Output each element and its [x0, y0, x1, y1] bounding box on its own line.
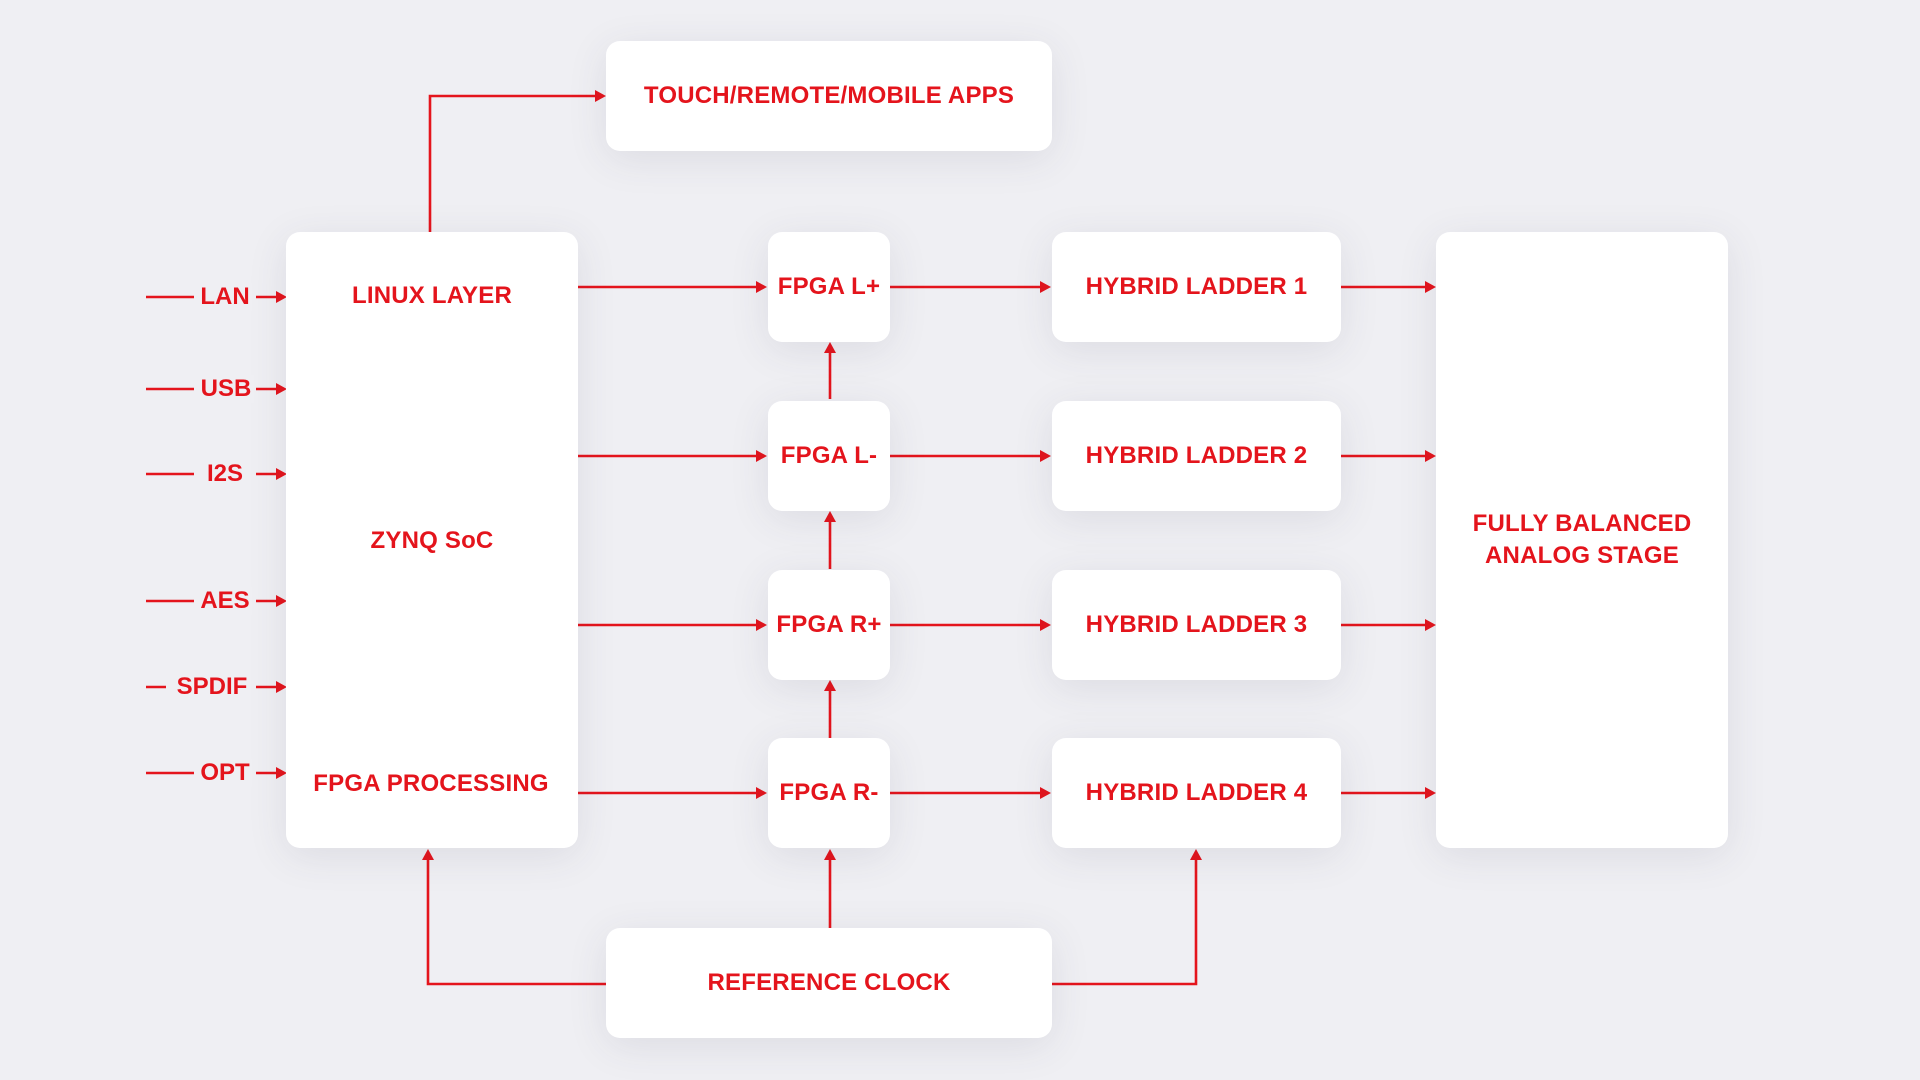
apps-label: TOUCH/REMOTE/MOBILE APPS [643, 82, 1015, 109]
zynq-soc-label: ZYNQ SoC [370, 527, 494, 554]
fpga-l-plus-label: FPGA L+ [777, 273, 881, 300]
hybrid-ladder-1-box: HYBRID LADDER 1 [1052, 232, 1341, 342]
fpga-processing-label: FPGA PROCESSING [313, 770, 549, 797]
fpga-to-ladder-arrows [890, 281, 1051, 799]
hybrid-ladder-1-label: HYBRID LADDER 1 [1085, 273, 1308, 300]
input-label-spdif: SPDIF [173, 673, 251, 701]
hybrid-ladder-4-box: HYBRID LADDER 4 [1052, 738, 1341, 848]
reference-clock-label: REFERENCE CLOCK [707, 969, 951, 996]
hybrid-ladder-3-label: HYBRID LADDER 3 [1085, 611, 1308, 638]
zynq-soc-box [286, 232, 578, 848]
linux-layer-label: LINUX LAYER [351, 282, 513, 309]
fpga-r-minus-box: FPGA R- [768, 738, 890, 848]
input-label-usb: USB [197, 375, 255, 403]
soc-to-fpga-arrows [578, 281, 767, 799]
analog-stage-line2: ANALOG STAGE [1485, 542, 1679, 569]
soc-to-apps-arrow [428, 90, 606, 232]
input-label-lan: LAN [197, 283, 253, 311]
apps-box: TOUCH/REMOTE/MOBILE APPS [606, 41, 1052, 151]
fpga-r-minus-label: FPGA R- [779, 779, 879, 806]
input-label-aes: AES [197, 587, 253, 615]
hybrid-ladder-3-box: HYBRID LADDER 3 [1052, 570, 1341, 680]
input-arrows [146, 291, 287, 779]
input-label-i2s: I2S [203, 460, 247, 488]
analog-stage-box: FULLY BALANCED ANALOG STAGE [1436, 232, 1728, 848]
ladder-to-analog-arrows [1341, 281, 1436, 799]
fpga-r-plus-label: FPGA R+ [776, 611, 882, 638]
analog-stage-line1: FULLY BALANCED [1472, 510, 1692, 537]
hybrid-ladder-2-label: HYBRID LADDER 2 [1085, 442, 1308, 469]
fpga-l-minus-box: FPGA L- [768, 401, 890, 511]
fpga-l-minus-label: FPGA L- [780, 442, 878, 469]
input-label-opt: OPT [197, 759, 253, 787]
fpga-l-plus-box: FPGA L+ [768, 232, 890, 342]
reference-clock-box: REFERENCE CLOCK [606, 928, 1052, 1038]
hybrid-ladder-4-label: HYBRID LADDER 4 [1085, 779, 1308, 806]
hybrid-ladder-2-box: HYBRID LADDER 2 [1052, 401, 1341, 511]
fpga-r-plus-box: FPGA R+ [768, 570, 890, 680]
